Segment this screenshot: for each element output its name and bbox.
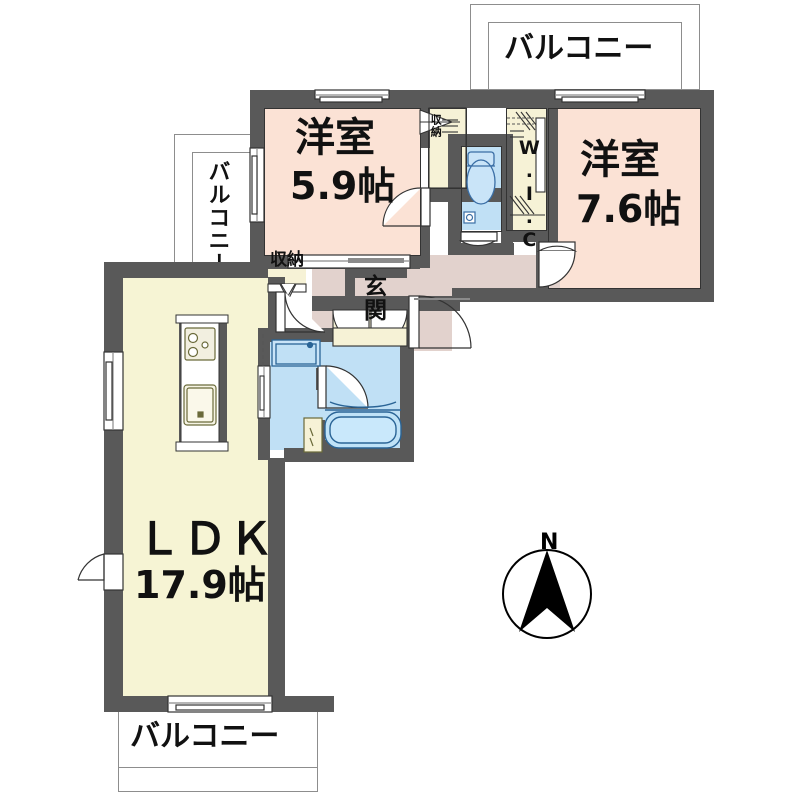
wall-top-left-vertical [250,90,264,275]
balcony-top-inner [488,22,682,90]
wall-bath-top [258,328,414,342]
compass-north-label: N [540,530,559,555]
wall-entry-right [400,296,414,348]
balcony-top-label: バルコニー [504,31,654,66]
wall-hallway-bottom [312,296,460,311]
bedroom-small-name: 洋室 [295,115,375,161]
room-ldk-notch [123,277,268,467]
wall-bath-right [400,328,414,462]
closet-hall-label: 収納 [270,250,304,270]
wall-bath-left [258,328,270,460]
room-bedroom-small [264,108,420,255]
ldk-area: 17.9帖 [134,563,266,607]
wall-ldk-top [104,262,268,278]
compass-rose [502,549,592,639]
balcony-left-label: バルコニー [204,160,230,275]
wall-ldk-bottom [104,696,334,712]
room-bathroom [320,362,408,450]
wall-ldk-left [104,262,123,712]
wall-top-outer [250,90,714,108]
wall-hall-toilet-bottom [448,243,514,255]
wic-label: W.I.C [518,137,541,252]
wall-entrance-top [345,268,407,278]
wall-entrance-left [345,268,355,318]
closet-small-label: 収納 [429,114,443,138]
ldk-name: ＬＤＫ [137,514,275,565]
wall-toilet-right [501,134,513,255]
bedroom-small-area: 5.9帖 [290,164,396,208]
outline-bedroom-large [548,108,701,289]
wall-bedroom-small-right-lower [420,188,430,268]
room-washroom-upper [268,340,408,368]
outline-toilet [461,146,502,232]
wall-ldk-right-lower [268,458,285,712]
wall-hallway-bottom-right [452,288,560,302]
bedroom-large-name: 洋室 [580,137,660,183]
wall-wic-right [546,108,558,230]
wall-right-outer-upper [700,90,714,302]
wall-wic-bottom [506,230,558,242]
wall-bath-partition-v [316,368,325,390]
outline-wic [506,108,547,231]
wall-bath-partition-h [316,440,358,450]
entrance-label: 玄関 [359,274,386,322]
wall-bath-bottom [284,448,414,462]
balcony-bottom-label: バルコニー [130,719,280,754]
bedroom-large-area: 7.6帖 [576,187,682,231]
